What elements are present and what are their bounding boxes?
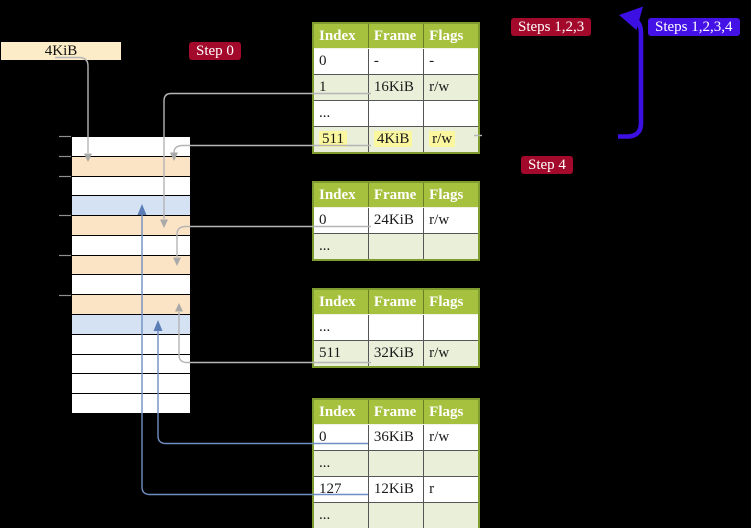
step0-badge: Step 0 <box>189 42 241 60</box>
table-cell <box>423 100 480 127</box>
table-cell <box>423 314 480 341</box>
column-header-flags: Flags <box>423 182 479 208</box>
table-cell: 0 <box>312 424 369 451</box>
table-cell: ... <box>312 314 369 341</box>
table-cell: r/w <box>423 126 480 154</box>
column-header-flags: Flags <box>423 23 479 49</box>
table-cell <box>423 233 480 261</box>
memory-row-empty <box>72 354 190 375</box>
table-cell <box>367 233 425 261</box>
column-header-index: Index <box>313 182 369 208</box>
table-row: 511 4KiB r/w <box>312 126 480 154</box>
column-header-index: Index <box>313 289 369 315</box>
column-header-frame: Frame <box>368 399 425 425</box>
table-cell <box>367 100 425 127</box>
table-row: ... <box>312 233 480 261</box>
table-cell <box>423 502 480 528</box>
highlighted-value: 4KiB <box>373 131 413 147</box>
column-header-frame: Frame <box>368 289 425 315</box>
table-row: ... <box>312 502 480 528</box>
table-cell: r/w <box>423 74 480 101</box>
table-cell: r <box>423 476 480 503</box>
table-row: ... <box>312 314 480 341</box>
memory-row-empty <box>72 137 190 157</box>
memory-row-empty <box>72 374 190 395</box>
column-header-frame: Frame <box>368 23 425 49</box>
table-cell: r/w <box>423 340 480 368</box>
table-row: ... <box>312 100 480 127</box>
frame-size-box: 4KiB <box>1 42 121 60</box>
memory-row-page-table <box>72 216 190 236</box>
highlighted-value: 511 <box>319 131 347 147</box>
physical-memory-column <box>71 136 191 414</box>
table-row: 0-- <box>312 48 480 75</box>
column-header-flags: Flags <box>423 399 479 425</box>
table-cell <box>367 450 425 477</box>
column-header-index: Index <box>313 399 369 425</box>
table-cell: 511 <box>312 126 369 154</box>
table-cell: 0 <box>312 207 369 234</box>
step4-badge: Step 4 <box>521 156 573 174</box>
memory-row-mapped-page <box>72 315 190 335</box>
table-cell: - <box>423 48 480 75</box>
big-blue-loop-arrow <box>618 6 644 139</box>
table-cell: ... <box>312 100 369 127</box>
table-cell: 24KiB <box>367 207 425 234</box>
table-cell: ... <box>312 450 369 477</box>
table-cell: 12KiB <box>367 476 425 503</box>
memory-row-empty <box>72 275 190 296</box>
table-cell: r/w <box>423 424 480 451</box>
table-cell: 0 <box>312 48 369 75</box>
table-cell: 16KiB <box>367 74 425 101</box>
memory-row-empty <box>72 235 190 256</box>
memory-row-empty <box>72 394 190 413</box>
memory-row-page-table <box>72 255 190 276</box>
table-cell: 511 <box>312 340 369 368</box>
memory-row-mapped-page <box>72 196 190 217</box>
loop-arrow-line <box>618 16 644 139</box>
highlighted-value: r/w <box>429 131 456 147</box>
memory-row-page-table <box>72 156 190 177</box>
table-cell <box>423 450 480 477</box>
arrowhead-left-icon <box>619 6 643 30</box>
memory-tick-marks <box>59 135 71 297</box>
memory-row-page-table <box>72 295 190 316</box>
column-header-flags: Flags <box>423 289 479 315</box>
table-cell <box>367 314 425 341</box>
steps1234-badge: Steps 1,2,3,4 <box>648 18 740 36</box>
table-cell <box>367 502 425 528</box>
memory-row-empty <box>72 334 190 355</box>
column-header-index: Index <box>313 23 369 49</box>
table-cell: r/w <box>423 207 480 234</box>
table-cell: 127 <box>312 476 369 503</box>
table-cell: 32KiB <box>367 340 425 368</box>
table-cell: 4KiB <box>367 126 425 154</box>
table-cell: - <box>367 48 425 75</box>
table-cell: ... <box>312 233 369 261</box>
table-row: ... <box>312 450 480 477</box>
steps123-badge: Steps 1,2,3 <box>511 18 592 36</box>
table-cell: 1 <box>312 74 369 101</box>
memory-row-empty <box>72 176 190 197</box>
table-cell: 36KiB <box>367 424 425 451</box>
table-cell: ... <box>312 502 369 528</box>
column-header-frame: Frame <box>368 182 425 208</box>
